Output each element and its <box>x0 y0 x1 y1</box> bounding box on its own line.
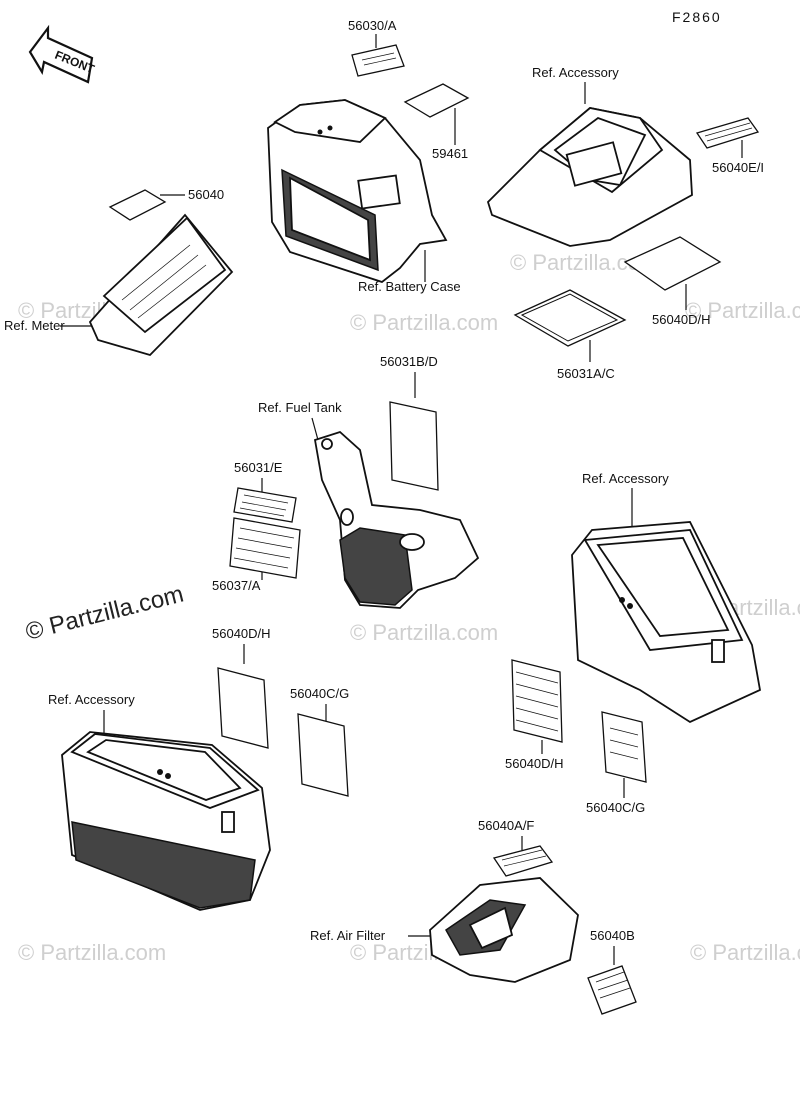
air-filter <box>429 877 579 983</box>
label-ref-fuel-tank: Ref. Fuel Tank <box>258 400 342 415</box>
decal-56031ac <box>513 289 627 347</box>
front-arrow-icon: FRONT <box>28 24 97 84</box>
decal-56040ei <box>695 117 760 149</box>
watermark-text: © Partzilla.com <box>690 940 800 965</box>
label-56040dh-right: 56040D/H <box>505 756 564 771</box>
label-ref-air-filter: Ref. Air Filter <box>310 928 386 943</box>
decal-56040dh-left <box>217 667 269 749</box>
label-56031bd: 56031B/D <box>380 354 438 369</box>
label-56040b: 56040B <box>590 928 635 943</box>
watermark-text: © Partzilla.com <box>685 298 800 323</box>
label-ref-accessory-left: Ref. Accessory <box>48 692 135 707</box>
watermark-text: © Partzilla.com <box>18 940 166 965</box>
battery-case <box>267 99 448 284</box>
label-56037a: 56037/A <box>212 578 261 593</box>
label-56040cg-right: 56040C/G <box>586 800 645 815</box>
label-ref-accessory-top: Ref. Accessory <box>532 65 619 80</box>
meter <box>88 213 234 357</box>
figure-code: F2860 <box>672 9 722 25</box>
fuel-tank <box>313 430 480 609</box>
decal-56040cg-left <box>297 713 349 797</box>
accessory-right-case <box>571 521 762 724</box>
label-56040dh-top: 56040D/H <box>652 312 711 327</box>
accessory-top-case <box>486 107 693 247</box>
decal-56031bd <box>389 401 439 491</box>
decal-56037a <box>229 517 301 579</box>
decal-56031e <box>233 487 297 523</box>
label-ref-battery-case: Ref. Battery Case <box>358 279 461 294</box>
watermark-text: © Partzilla.com <box>350 620 498 645</box>
watermark-text: © Partzilla.com <box>350 310 498 335</box>
accessory-left-case <box>61 731 271 911</box>
decal-56040af <box>492 845 554 877</box>
label-56040ei: 56040E/I <box>712 160 764 175</box>
label-ref-accessory-right: Ref. Accessory <box>582 471 669 486</box>
leader-fuel-tank <box>311 417 319 441</box>
label-56031ac: 56031A/C <box>557 366 615 381</box>
label-59461: 59461 <box>432 146 468 161</box>
label-56040cg-left: 56040C/G <box>290 686 349 701</box>
label-56040: 56040 <box>188 187 224 202</box>
decal-56040cg-right <box>601 711 647 783</box>
decal-56040 <box>108 189 167 221</box>
label-ref-meter: Ref. Meter <box>4 318 65 333</box>
decal-56040b <box>587 965 637 1015</box>
label-56030a: 56030/A <box>348 18 397 33</box>
decal-59461 <box>403 83 470 118</box>
decal-56040dh-right <box>511 659 563 743</box>
decal-56040dh-top <box>623 236 722 291</box>
copyright-text: © Partzilla.com <box>23 581 186 646</box>
decal-56030a <box>351 34 405 77</box>
label-56040af: 56040A/F <box>478 818 534 833</box>
label-56040dh-left: 56040D/H <box>212 626 271 641</box>
label-56031e: 56031/E <box>234 460 283 475</box>
